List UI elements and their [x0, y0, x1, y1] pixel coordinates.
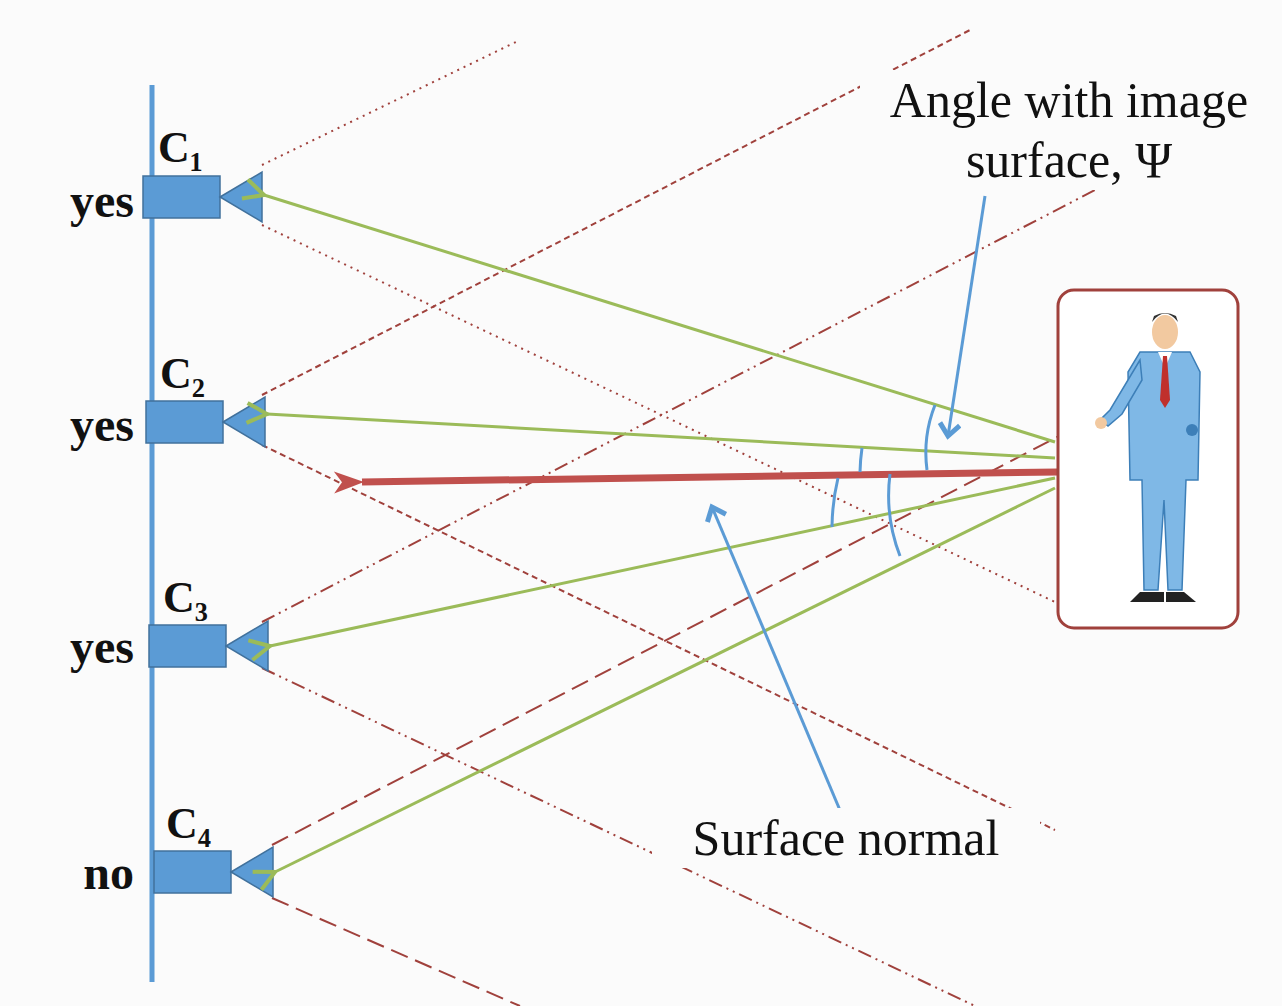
angle-arcs [832, 405, 935, 556]
view-rays [264, 195, 1055, 872]
answer-label: yes [30, 396, 134, 454]
normal-label: Surface normal [652, 808, 1040, 868]
camera-name: C₁ [158, 122, 248, 175]
normal-leader [712, 507, 842, 815]
camera-name: C₄ [166, 798, 256, 851]
person-illustration [1058, 290, 1238, 628]
camera-wall [150, 85, 155, 982]
angle-leader [948, 196, 985, 436]
answer-label: no [30, 844, 134, 902]
angle-label: Angle with image surface, Ψ [860, 70, 1278, 190]
camera-symbols [143, 172, 273, 897]
answer-label: yes [30, 172, 134, 230]
camera-name: C₂ [160, 348, 250, 401]
camera-name: C₃ [163, 572, 253, 625]
answer-label: yes [30, 618, 134, 676]
surface-normal-arrow [362, 472, 1058, 482]
